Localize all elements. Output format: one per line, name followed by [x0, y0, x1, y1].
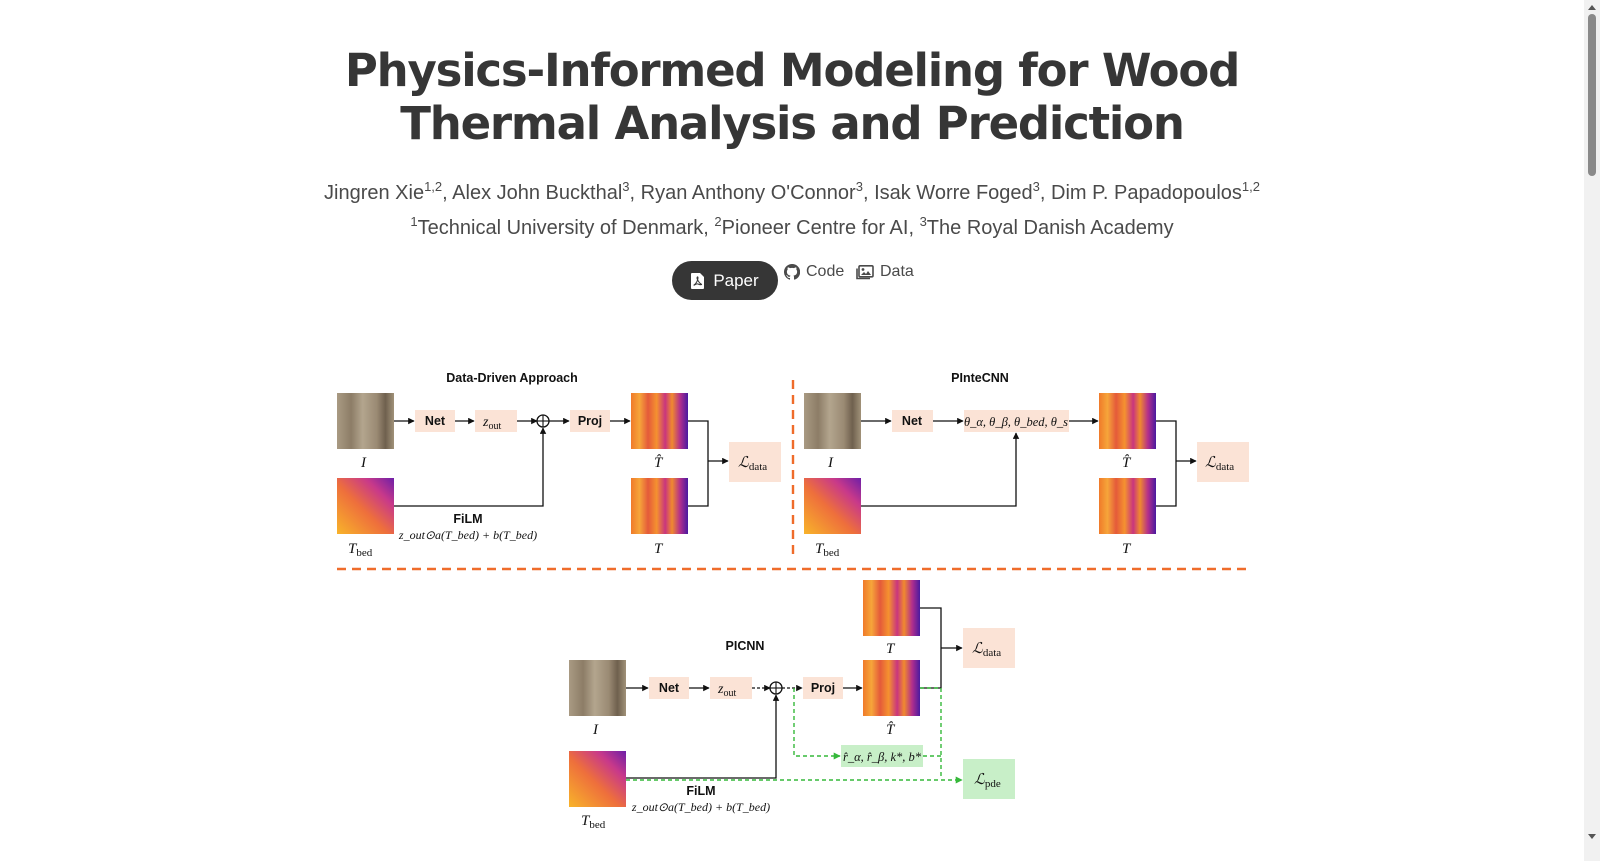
bed-heatmap-image [337, 478, 394, 534]
panel-title: PInteCNN [951, 371, 1009, 385]
predicted-heatmap-image [1099, 393, 1156, 449]
loss-data-label: ℒdata [738, 455, 767, 473]
paper-button-label: Paper [713, 270, 759, 290]
author-list: Jingren Xie1,2, Alex John Buckthal3, Rya… [324, 179, 1260, 204]
data-link-label: Data [880, 263, 914, 280]
net-box [892, 410, 933, 432]
net-label: Net [902, 414, 923, 428]
proj-box [570, 410, 610, 432]
target-heatmap-image [1099, 478, 1156, 534]
var-label: I [827, 455, 834, 471]
target-heatmap-image [863, 580, 920, 636]
film-label: FiLM [453, 512, 482, 526]
picnn-panel: PICNN I Tbed Net zout FiLM z_out⊙a(T_bed… [569, 580, 1015, 831]
wood-image [569, 660, 626, 716]
bed-heatmap-image [569, 751, 626, 807]
net-box [649, 677, 689, 699]
page-title: Physics-Informed Modeling for Wood Therm… [0, 44, 1584, 150]
vertical-scrollbar[interactable] [1584, 0, 1600, 861]
affiliation-name: The Royal Danish Academy [926, 217, 1174, 239]
paper-button[interactable]: Paper [672, 261, 778, 300]
author-name: Jingren Xie [324, 182, 425, 204]
wood-image [804, 393, 861, 449]
images-icon [856, 264, 874, 279]
var-label: T̂ [654, 455, 664, 471]
affiliation-mark: 1 [410, 214, 418, 229]
var-label: T [1122, 541, 1132, 557]
physics-params-box [841, 745, 923, 767]
data-driven-panel: Data-Driven Approach I Tbed Net zout FiL… [337, 371, 781, 559]
proj-label: Proj [811, 681, 835, 695]
author-name: Ryan Anthony O'Connor [640, 182, 856, 204]
wood-image [337, 393, 394, 449]
loss-data-label: ℒdata [972, 641, 1001, 659]
loss-pde-box [963, 759, 1015, 799]
data-link[interactable]: Data [856, 261, 914, 283]
affiliation-name: Technical University of Denmark [417, 217, 704, 239]
var-label: Tbed [815, 541, 840, 559]
physics-params-label: r̂_α, r̂_β, k*, b* [843, 750, 922, 764]
z-out-label: zout [482, 415, 501, 432]
panel-title: PICNN [726, 639, 765, 653]
params-box [964, 410, 1069, 432]
loss-data-box [1197, 442, 1249, 482]
predicted-heatmap-image [631, 393, 688, 449]
affiliation-list: 1Technical University of Denmark, 2Pione… [410, 214, 1174, 239]
scrollbar-thumb[interactable] [1588, 14, 1596, 176]
panel-title: Data-Driven Approach [446, 371, 578, 385]
target-heatmap-image [631, 478, 688, 534]
link-bar: Paper Code Data [0, 261, 1584, 301]
code-link-label: Code [806, 263, 845, 280]
var-label: Tbed [348, 541, 373, 559]
method-diagram: Data-Driven Approach I Tbed Net zout FiL… [337, 371, 1249, 831]
author-name: Alex John Buckthal [452, 182, 623, 204]
affiliation-mark: 2 [714, 214, 722, 229]
proj-label: Proj [578, 414, 602, 428]
net-box [415, 410, 455, 432]
var-label: T [886, 641, 896, 657]
film-formula: z_out⊙a(T_bed) + b(T_bed) [631, 800, 770, 814]
affiliation-mark: 3 [919, 214, 927, 229]
film-formula: z_out⊙a(T_bed) + b(T_bed) [398, 528, 537, 542]
params-label: θ_α, θ_β, θ_bed, θ_s [964, 415, 1068, 429]
code-link[interactable]: Code [784, 261, 844, 283]
loss-data-box [729, 442, 781, 482]
pintecnn-panel: PInteCNN I Tbed Net θ_α, θ_β, θ_bed, θ_s… [804, 371, 1249, 559]
github-icon [784, 264, 800, 280]
scroll-down-arrow-icon[interactable] [1588, 834, 1596, 839]
film-label: FiLM [686, 784, 715, 798]
var-label: I [592, 722, 599, 738]
method-figure: Data-Driven Approach I Tbed Net zout FiL… [0, 360, 1584, 861]
z-out-box [710, 677, 752, 699]
net-label: Net [659, 681, 680, 695]
author-affiliation-mark: 1,2 [1241, 179, 1260, 194]
predicted-heatmap-image [863, 660, 920, 716]
loss-pde-label: ℒpde [974, 772, 1001, 790]
author-affiliation-mark: 3 [855, 179, 863, 194]
var-label: T̂ [1122, 455, 1132, 471]
scroll-up-arrow-icon[interactable] [1588, 5, 1596, 10]
author-name: Isak Worre Foged [874, 182, 1033, 204]
z-out-label: zout [717, 682, 736, 699]
loss-data-box [963, 628, 1015, 668]
loss-data-label: ℒdata [1205, 455, 1234, 473]
var-label: T̂ [886, 722, 896, 738]
author-name: Dim P. Papadopoulos [1051, 182, 1242, 204]
affiliation-name: Pioneer Centre for AI [721, 217, 909, 239]
var-label: T [654, 541, 664, 557]
proj-box [803, 677, 843, 699]
var-label: Tbed [581, 813, 606, 831]
title-line-1: Physics-Informed Modeling for Wood [344, 44, 1240, 97]
author-affiliation-mark: 1,2 [424, 179, 443, 194]
var-label: I [360, 455, 367, 471]
title-line-2: Thermal Analysis and Prediction [400, 97, 1185, 150]
author-affiliation-mark: 3 [622, 179, 630, 194]
author-affiliation-mark: 3 [1032, 179, 1040, 194]
net-label: Net [425, 414, 446, 428]
pdf-file-icon [691, 272, 705, 289]
z-out-box [475, 410, 517, 432]
bed-heatmap-image [804, 478, 861, 534]
